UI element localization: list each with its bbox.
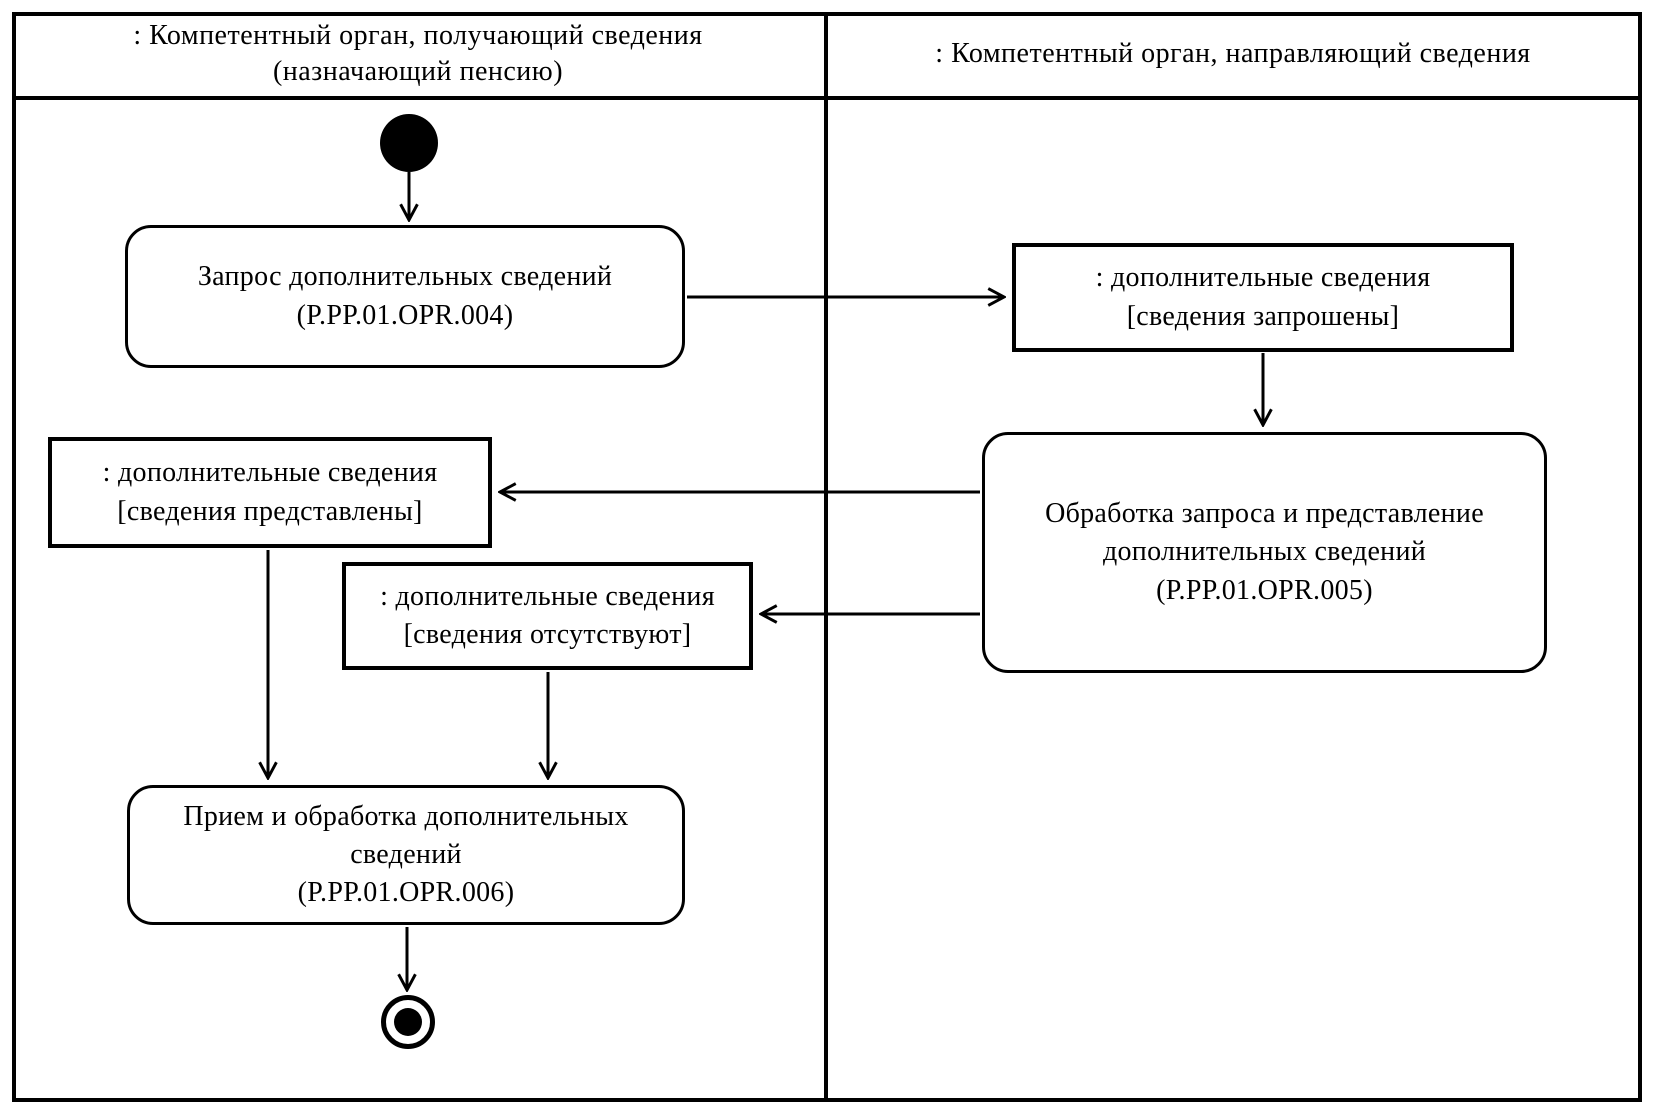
activity-request-node: Запрос дополнительных сведений (P.PP.01.… xyxy=(125,225,685,368)
activity-request-code: (P.PP.01.OPR.004) xyxy=(296,299,514,331)
activity-process-node: Обработка запроса и представление дополн… xyxy=(982,432,1547,673)
activity-process-label-line1: Обработка запроса и представление xyxy=(1045,498,1484,530)
final-state-node xyxy=(381,995,435,1049)
activity-receive-node: Прием и обработка дополнительных сведени… xyxy=(127,785,685,925)
activity-receive-label-line2: сведений xyxy=(350,838,462,870)
initial-state-node xyxy=(380,114,438,172)
swimlane-header-row: : Компетентный орган, получающий сведени… xyxy=(12,12,1642,100)
activity-process-label-line2: дополнительных сведений xyxy=(1102,536,1427,568)
object-provided-node: : дополнительные сведения [сведения пред… xyxy=(48,437,492,548)
object-requested-state: [сведения запрошены] xyxy=(1126,300,1400,332)
swimlane-header-left: : Компетентный орган, получающий сведени… xyxy=(12,12,824,96)
swimlane-header-right: : Компетентный орган, направляющий сведе… xyxy=(824,12,1642,96)
left-lane-title-line1: : Компетентный орган, получающий сведени… xyxy=(133,19,703,51)
left-lane-title-line2: (назначающий пенсию) xyxy=(272,56,564,87)
activity-receive-label-line1: Прием и обработка дополнительных xyxy=(183,800,629,832)
object-provided-state: [сведения представлены] xyxy=(117,495,423,527)
final-state-core xyxy=(394,1008,422,1036)
swimlane-divider xyxy=(824,12,828,1102)
activity-process-code: (P.PP.01.OPR.005) xyxy=(1156,574,1373,606)
object-absent-state: [сведения отсутствуют] xyxy=(403,619,692,650)
object-absent-label: : дополнительные сведения xyxy=(380,580,715,612)
right-lane-title-line1: : Компетентный орган, направляющий сведе… xyxy=(935,37,1531,69)
activity-receive-code: (P.PP.01.OPR.006) xyxy=(297,877,515,909)
object-provided-label: : дополнительные сведения xyxy=(102,457,438,489)
object-absent-node: : дополнительные сведения [сведения отсу… xyxy=(342,562,753,670)
object-requested-node: : дополнительные сведения [сведения запр… xyxy=(1012,243,1514,352)
activity-request-label: Запрос дополнительных сведений xyxy=(197,261,613,293)
object-requested-label: : дополнительные сведения xyxy=(1095,262,1431,294)
